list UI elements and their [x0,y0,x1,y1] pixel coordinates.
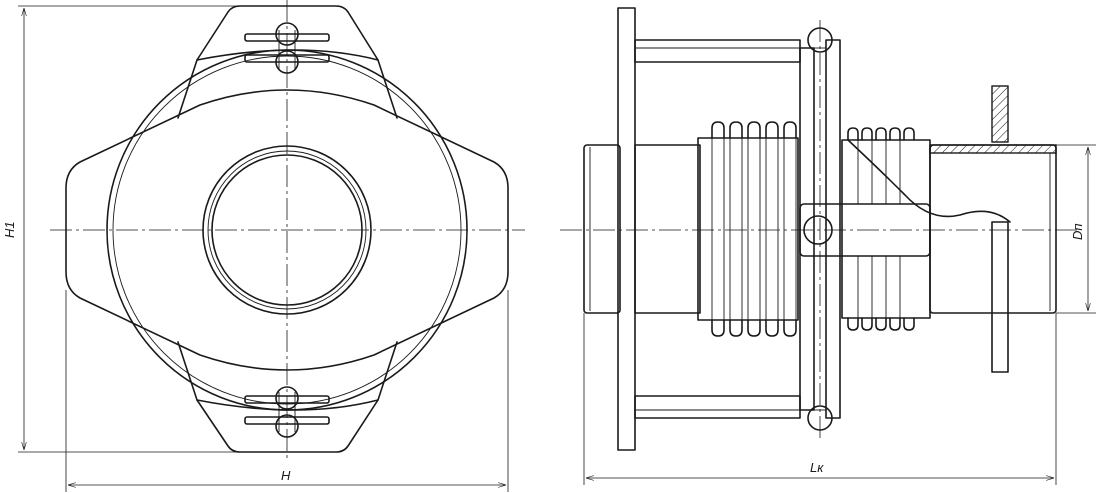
lug-edge [177,341,198,401]
pipe-wall-section [929,144,1057,154]
side-view: Dп Lк [560,7,1096,485]
lug-edge [377,341,398,401]
break-line [847,139,1011,223]
lk-label: Lк [810,460,824,475]
bottom-lug-plate [196,399,379,453]
right-flange-plate [991,221,1009,373]
side-top-rod [634,39,801,63]
right-flange-section [991,85,1009,143]
middle-pipe [634,144,701,314]
hinge-plate-left [799,47,815,411]
large-bellows [697,121,799,337]
lug-edge [377,59,398,119]
right-pipe [929,144,1057,314]
h-label: H [281,468,291,483]
side-bottom-rod [634,395,801,419]
lug-edge [177,59,198,119]
dn-label: Dп [1070,223,1085,240]
hinge-plate-right [825,39,841,419]
top-lug-plate [196,5,379,61]
h1-label: H1 [2,221,17,238]
flange-body [65,89,509,371]
left-pipe-stub [583,144,621,314]
front-view: H1 H [2,0,525,492]
small-bellows [841,127,1011,331]
